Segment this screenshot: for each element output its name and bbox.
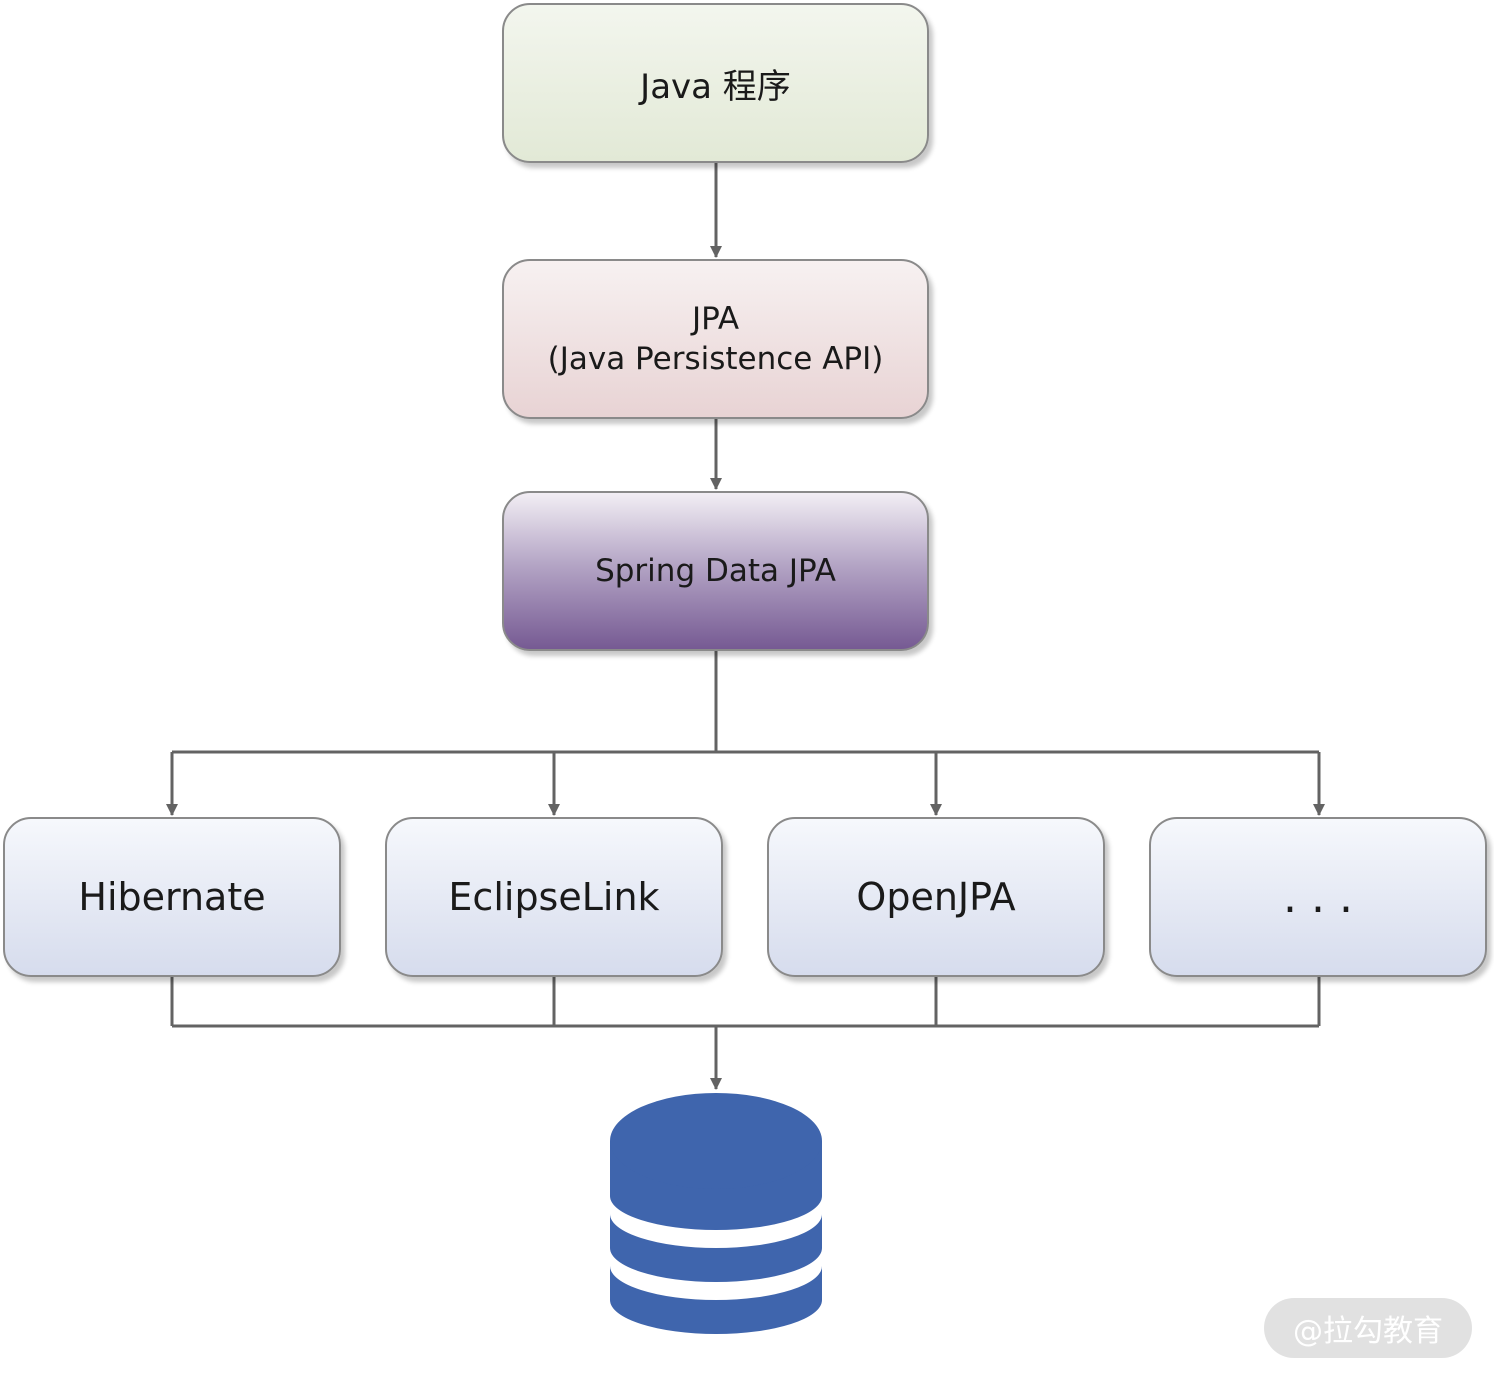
node-jpa-sublabel: (Java Persistence API): [547, 341, 884, 377]
node-hibernate: Hibernate: [3, 817, 341, 977]
node-eclipselink-label: EclipseLink: [448, 875, 660, 919]
node-java-program: Java 程序: [502, 3, 929, 163]
watermark-badge: @拉勾教育: [1264, 1298, 1472, 1358]
node-openjpa: OpenJPA: [767, 817, 1105, 977]
node-more-label: ...: [1283, 871, 1367, 923]
node-java-program-label: Java 程序: [640, 66, 791, 107]
node-jpa-label: JPA: [691, 301, 740, 337]
node-openjpa-label: OpenJPA: [856, 875, 1016, 919]
node-jpa: JPA (Java Persistence API): [502, 259, 929, 419]
node-more-implementations: ...: [1149, 817, 1487, 977]
node-hibernate-label: Hibernate: [78, 875, 266, 919]
watermark-text: @拉勾教育: [1293, 1314, 1443, 1349]
node-spring-data-jpa-label: Spring Data JPA: [595, 553, 836, 589]
node-eclipselink: EclipseLink: [385, 817, 723, 977]
node-spring-data-jpa: Spring Data JPA: [502, 491, 929, 651]
database-cylinder-icon: [610, 1093, 822, 1334]
